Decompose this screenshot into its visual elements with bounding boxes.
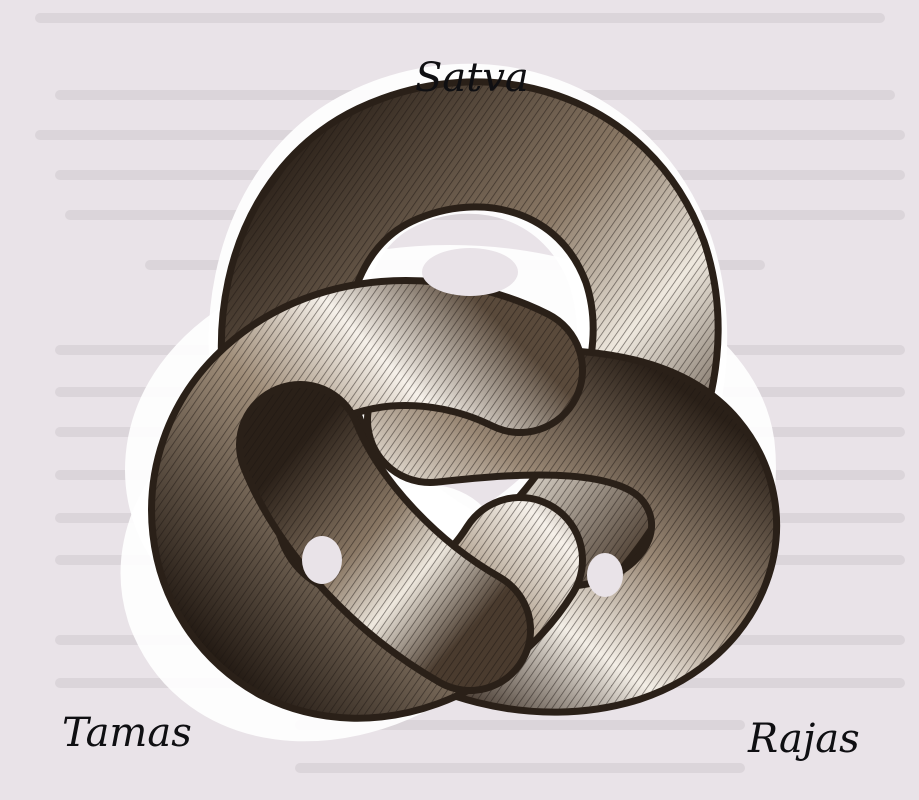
label-rajas: Rajas bbox=[748, 719, 860, 759]
label-tamas: Tamas bbox=[62, 713, 192, 753]
label-satva: Satva bbox=[415, 58, 529, 98]
